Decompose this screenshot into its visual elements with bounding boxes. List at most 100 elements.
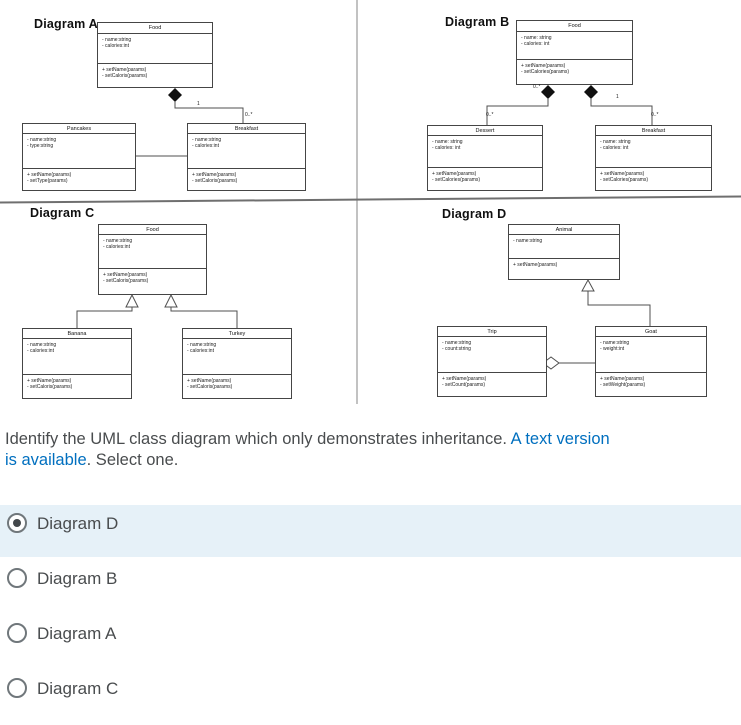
class-name: Banana bbox=[23, 329, 131, 339]
class-method: + setName(params) bbox=[27, 377, 72, 384]
composition-link bbox=[486, 99, 549, 125]
class-box-trip: Trip - name:string - count:string + setN… bbox=[437, 326, 547, 397]
class-name: Food bbox=[98, 23, 212, 34]
multiplicity-label: 0..* bbox=[533, 84, 541, 90]
diagram-c-label: Diagram C bbox=[30, 206, 95, 220]
class-name: Food bbox=[517, 21, 632, 32]
class-attribute: - name:string bbox=[27, 136, 57, 143]
uml-connectors-layer bbox=[0, 0, 741, 404]
inheritance-link bbox=[76, 307, 133, 328]
radio-button-icon[interactable] bbox=[7, 513, 27, 533]
class-method: - setCalories(params) bbox=[432, 177, 481, 183]
class-attribute: - calories:int bbox=[192, 143, 219, 149]
multiplicity-label: 1 bbox=[616, 94, 619, 100]
class-attribute: - name: string bbox=[521, 34, 552, 41]
multiplicity-label: 1 bbox=[197, 101, 200, 107]
class-method: - setCaloris(params) bbox=[103, 278, 149, 284]
class-attribute: - name:string bbox=[103, 237, 133, 244]
inheritance-triangle-icon bbox=[125, 293, 139, 308]
question-text: Identify the UML class diagram which onl… bbox=[5, 429, 735, 471]
option-diagram-a[interactable]: Diagram A bbox=[0, 615, 741, 667]
class-box-banana: Banana - name:string - calories:int + se… bbox=[22, 328, 132, 399]
class-method: + setName(params) bbox=[432, 170, 477, 177]
class-method: - setCaloris(params) bbox=[192, 178, 238, 184]
class-method: - setCaloris(params) bbox=[102, 73, 148, 79]
class-box-pancakes: Pancakes - name:string - type:string + s… bbox=[22, 123, 136, 191]
question-main-text: Identify the UML class diagram which onl… bbox=[5, 430, 507, 448]
class-attribute: - name: string bbox=[600, 138, 631, 145]
class-method: - setType(params) bbox=[27, 178, 68, 184]
question-trailing-text: . Select one. bbox=[86, 451, 179, 469]
class-method: + setName(params) bbox=[442, 375, 487, 382]
option-label: Diagram C bbox=[37, 679, 119, 698]
composition-link bbox=[590, 99, 653, 125]
option-label: Diagram A bbox=[37, 624, 117, 643]
class-name: Trip bbox=[438, 327, 546, 337]
class-name: Food bbox=[99, 225, 206, 235]
class-attribute: - name: string bbox=[432, 138, 463, 145]
class-attribute: - name:string bbox=[27, 341, 57, 348]
class-attribute: - calories: int bbox=[432, 145, 461, 151]
class-box-breakfast: Breakfast - name: string - calories: int… bbox=[595, 125, 712, 191]
diagram-c-connectors bbox=[76, 307, 238, 328]
inheritance-triangle-icon bbox=[164, 293, 178, 308]
class-attribute: - type:string bbox=[27, 143, 54, 149]
composition-diamond-icon bbox=[168, 88, 182, 102]
class-method: - setCalories(params) bbox=[600, 177, 649, 183]
radio-button-icon[interactable] bbox=[7, 623, 27, 643]
class-method: + setName(params) bbox=[600, 170, 645, 177]
class-attribute: - name:string bbox=[192, 136, 222, 143]
class-attribute: - name:string bbox=[102, 36, 132, 43]
class-name: Turkey bbox=[183, 329, 291, 339]
class-name: Breakfast bbox=[188, 124, 305, 134]
diagram-b-label: Diagram B bbox=[445, 15, 510, 29]
multiplicity-label: 0..* bbox=[486, 112, 494, 118]
class-box-turkey: Turkey - name:string - calories:int + se… bbox=[182, 328, 292, 399]
class-attribute: - name:string bbox=[513, 237, 543, 244]
inheritance-link bbox=[170, 307, 238, 328]
class-method: + setName(params) bbox=[27, 171, 72, 178]
option-label: Diagram B bbox=[37, 569, 118, 588]
class-method: - setCount(params) bbox=[442, 382, 486, 388]
class-attribute: - count:string bbox=[442, 346, 471, 352]
class-box-breakfast: Breakfast - name:string - calories:int +… bbox=[187, 123, 306, 191]
class-method: + setName(params) bbox=[187, 377, 232, 384]
diagram-a-connectors bbox=[136, 102, 244, 157]
aggregation-diamond-icon bbox=[542, 356, 560, 370]
diagram-b-connectors bbox=[486, 99, 653, 125]
class-box-dessert: Dessert - name: string - calories: int +… bbox=[427, 125, 543, 191]
class-method: + setName(params) bbox=[513, 261, 558, 268]
composition-link bbox=[174, 102, 244, 123]
composition-diamond-icon bbox=[541, 85, 555, 99]
class-attribute: - name:string bbox=[187, 341, 217, 348]
class-attribute: - calories:int bbox=[27, 348, 54, 354]
class-name: Dessert bbox=[428, 126, 542, 136]
class-box-animal: Animal - name:string + setName(params) bbox=[508, 224, 620, 280]
option-diagram-d[interactable]: Diagram D bbox=[0, 505, 741, 557]
class-name: Breakfast bbox=[596, 126, 711, 136]
class-box-food: Food - name:string - calories:int + setN… bbox=[97, 22, 213, 88]
class-box-food: Food - name:string - calories:int + setN… bbox=[98, 224, 207, 295]
diagram-a-label: Diagram A bbox=[34, 17, 98, 31]
diagram-d-connectors bbox=[559, 291, 651, 364]
multiplicity-label: 0..* bbox=[245, 112, 253, 118]
uml-diagrams-image: Diagram A Diagram B Diagram C Diagram D … bbox=[0, 0, 741, 404]
class-name: Goat bbox=[596, 327, 706, 337]
class-attribute: - calories:int bbox=[187, 348, 214, 354]
class-method: - setCaloris(params) bbox=[187, 384, 233, 390]
option-diagram-b[interactable]: Diagram B bbox=[0, 560, 741, 612]
inheritance-link bbox=[587, 291, 651, 326]
class-attribute: - name:string bbox=[600, 339, 630, 346]
radio-button-icon[interactable] bbox=[7, 678, 27, 698]
class-method: + setName(params) bbox=[103, 271, 148, 278]
composition-diamond-icon bbox=[584, 85, 598, 99]
class-attribute: - calories:int bbox=[103, 244, 130, 250]
radio-button-icon[interactable] bbox=[7, 568, 27, 588]
option-diagram-c[interactable]: Diagram C bbox=[0, 670, 741, 722]
class-method: + setName(params) bbox=[600, 375, 645, 382]
class-name: Animal bbox=[509, 225, 619, 235]
class-method: + setName(params) bbox=[102, 66, 147, 73]
class-method: + setName(params) bbox=[192, 171, 237, 178]
class-method: - setWeight(params) bbox=[600, 382, 646, 388]
